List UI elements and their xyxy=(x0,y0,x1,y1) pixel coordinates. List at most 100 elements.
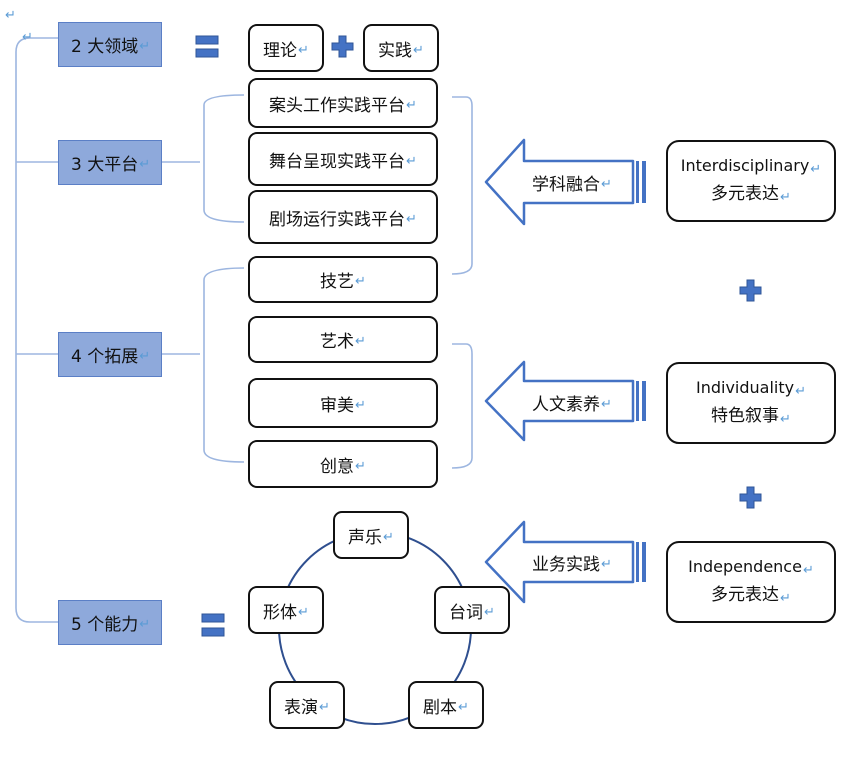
return-mark: ↵ xyxy=(319,699,330,715)
return-mark: ↵ xyxy=(298,42,309,58)
return-mark: ↵ xyxy=(780,591,791,606)
extension-label: 审美 xyxy=(320,395,355,416)
platform-theatre: 剧场运行实践平台↵ xyxy=(248,190,438,244)
return-mark: ↵ xyxy=(413,42,424,58)
arrow-shape-1 xyxy=(484,138,646,226)
ability-label: 剧本 xyxy=(423,697,458,718)
ability-vocal: 声乐↵ xyxy=(333,511,409,559)
return-mark: ↵ xyxy=(406,97,417,113)
right-box-zh-row: 多元表达↵ xyxy=(711,181,791,209)
arrow-shape-3 xyxy=(484,520,646,604)
return-mark: ↵ xyxy=(22,30,33,45)
return-mark: ↵ xyxy=(5,8,16,23)
right-box-en: Independence xyxy=(688,557,802,576)
extension-label: 艺术 xyxy=(320,332,355,352)
return-mark: ↵ xyxy=(383,529,394,545)
arrow-label-humanities: 人文素养↵ xyxy=(532,390,612,415)
platform-stage: 舞台呈现实践平台↵ xyxy=(248,132,438,186)
domain-practice: 实践↵ xyxy=(363,24,439,72)
plus-icon xyxy=(739,486,762,509)
return-mark: ↵ xyxy=(355,334,366,349)
extension-label: 创意 xyxy=(320,456,355,477)
return-mark: ↵ xyxy=(355,458,366,474)
right-box-en-row: Individuality↵ xyxy=(696,375,806,403)
equals-icon xyxy=(201,613,225,637)
category-label: 4 个拓展 xyxy=(71,347,139,367)
platform-desk-work: 案头工作实践平台↵ xyxy=(248,78,438,128)
return-mark: ↵ xyxy=(795,384,806,399)
return-mark: ↵ xyxy=(139,349,151,364)
category-extensions: 4 个拓展↵ xyxy=(58,332,162,377)
right-box-independence: Independence↵ 多元表达↵ xyxy=(666,541,836,623)
ability-script: 剧本↵ xyxy=(408,681,484,729)
right-bracket-1 xyxy=(451,96,473,275)
ability-performance: 表演↵ xyxy=(269,681,345,729)
right-box-zh: 多元表达 xyxy=(711,585,780,605)
right-box-zh-row: 特色叙事↵ xyxy=(711,403,791,431)
return-mark: ↵ xyxy=(355,274,366,289)
category-label: 3 大平台 xyxy=(71,155,139,175)
right-box-en: Individuality xyxy=(695,378,795,397)
category-platforms: 3 大平台↵ xyxy=(58,140,162,185)
plus-icon xyxy=(331,35,354,58)
return-mark: ↵ xyxy=(802,563,814,578)
category-domains: 2 大领域↵ xyxy=(58,22,162,67)
extension-creativity: 创意↵ xyxy=(248,440,438,488)
platform-label: 案头工作实践平台 xyxy=(269,95,406,116)
ability-label: 台词 xyxy=(449,602,484,623)
right-box-zh: 特色叙事 xyxy=(711,406,780,426)
return-mark: ↵ xyxy=(355,397,366,413)
return-mark: ↵ xyxy=(810,162,822,177)
right-box-en-row: Independence↵ xyxy=(688,554,814,582)
domain-theory: 理论↵ xyxy=(248,24,324,72)
arrow-label-practice: 业务实践↵ xyxy=(532,550,612,575)
right-box-en: Interdisciplinary xyxy=(680,156,810,175)
arrow-label-interdisciplinary: 学科融合↵ xyxy=(532,170,612,195)
return-mark: ↵ xyxy=(139,617,151,632)
ability-body: 形体↵ xyxy=(248,586,324,634)
arrow-label-text: 业务实践 xyxy=(532,554,600,575)
ability-label: 表演 xyxy=(284,697,319,718)
platform-label: 舞台呈现实践平台 xyxy=(269,151,406,172)
return-mark: ↵ xyxy=(139,39,151,54)
return-mark: ↵ xyxy=(780,190,791,205)
arrow-label-text: 学科融合 xyxy=(532,174,600,195)
right-box-en-row: Interdisciplinary↵ xyxy=(681,153,821,181)
right-box-interdisciplinary: Interdisciplinary↵ 多元表达↵ xyxy=(666,140,836,222)
return-mark: ↵ xyxy=(406,153,417,169)
arrow-shape-2 xyxy=(484,360,646,442)
return-mark: ↵ xyxy=(139,157,151,172)
arrow-label-text: 人文素养 xyxy=(532,394,600,415)
extension-craft: 技艺↵ xyxy=(248,256,438,303)
extension-label: 技艺 xyxy=(320,272,355,292)
return-mark: ↵ xyxy=(601,556,612,572)
extension-aesthetics: 审美↵ xyxy=(248,378,438,428)
return-mark: ↵ xyxy=(458,699,469,715)
extensions-bracket xyxy=(203,267,245,463)
main-bracket xyxy=(15,37,58,623)
ability-label: 形体 xyxy=(263,602,298,623)
plus-icon xyxy=(739,279,762,302)
right-box-zh: 多元表达 xyxy=(711,184,780,204)
domain-label: 理论 xyxy=(263,40,298,61)
category-label: 5 个能力 xyxy=(71,615,139,635)
category-label: 2 大领域 xyxy=(71,37,139,57)
return-mark: ↵ xyxy=(780,412,791,427)
category-abilities: 5 个能力↵ xyxy=(58,600,162,645)
right-box-zh-row: 多元表达↵ xyxy=(711,582,791,610)
return-mark: ↵ xyxy=(484,604,495,620)
equals-icon xyxy=(195,35,219,58)
return-mark: ↵ xyxy=(406,211,417,227)
right-box-individuality: Individuality↵ 特色叙事↵ xyxy=(666,362,836,444)
right-bracket-2 xyxy=(451,343,473,469)
return-mark: ↵ xyxy=(298,604,309,620)
platform-label: 剧场运行实践平台 xyxy=(269,209,406,230)
platforms-bracket xyxy=(203,94,245,223)
domain-label: 实践 xyxy=(378,40,413,61)
return-mark: ↵ xyxy=(601,396,612,412)
extension-art: 艺术↵ xyxy=(248,316,438,363)
ability-lines: 台词↵ xyxy=(434,586,510,634)
ability-label: 声乐 xyxy=(348,527,383,548)
return-mark: ↵ xyxy=(601,176,612,192)
